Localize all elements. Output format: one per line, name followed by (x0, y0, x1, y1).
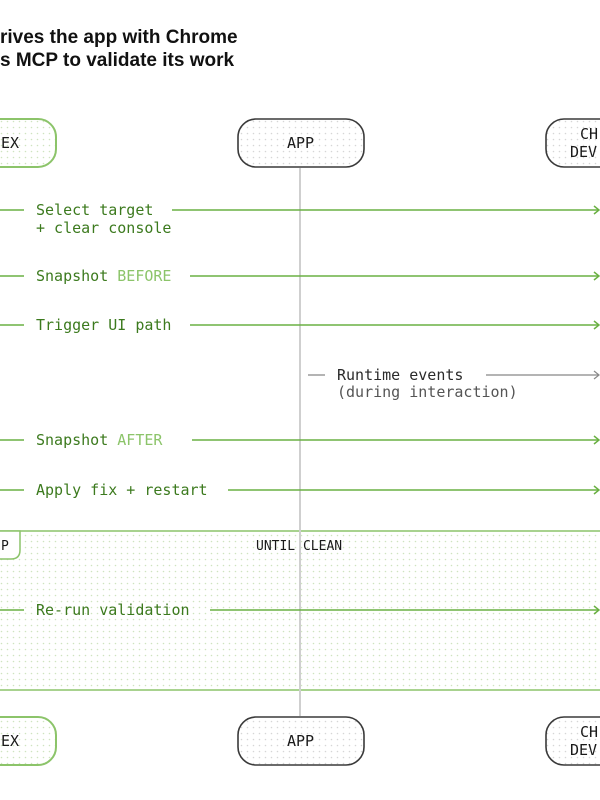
participant-right-top: CH DEV (545, 118, 600, 168)
message-4-line-2: (during interaction) (337, 383, 518, 401)
message-2-text: Snapshot BEFORE (36, 267, 171, 285)
arrowhead-icon (593, 205, 600, 215)
participant-app-top: APP (237, 118, 365, 168)
diagram-title-line-1: rives the app with Chrome (0, 27, 238, 48)
participant-right-bottom: CH DEV (545, 716, 600, 766)
message-1-line-1: Select target (36, 201, 153, 219)
message-snapshot-after: Snapshot AFTER (0, 431, 600, 449)
participant-left-bottom: EX (0, 716, 57, 766)
message-2-highlight: BEFORE (117, 267, 171, 285)
message-apply-fix: Apply fix + restart (0, 481, 600, 499)
arrowhead-icon (593, 435, 600, 445)
diagram-title-line-2: s MCP to validate its work (0, 50, 234, 71)
participant-app-label-bottom: APP (287, 732, 314, 750)
participant-right-label-bottom-2: DEV (570, 741, 597, 759)
arrowhead-icon (593, 320, 600, 330)
message-snapshot-before: Snapshot BEFORE (0, 267, 600, 285)
arrowhead-icon (593, 485, 600, 495)
loop-tag-label: P (1, 539, 9, 554)
loop-tag-box (0, 530, 21, 560)
participant-right-label-2: DEV (570, 143, 597, 161)
arrowhead-icon (593, 605, 600, 615)
message-runtime-events: Runtime events (during interaction) (308, 366, 600, 401)
arrowhead-icon (593, 271, 600, 281)
message-select-target: Select target + clear console (0, 201, 600, 237)
message-3-text: Trigger UI path (36, 316, 171, 334)
message-trigger-ui-path: Trigger UI path (0, 316, 600, 334)
message-4-line-1: Runtime events (337, 366, 463, 384)
loop-message-text: Re-run validation (36, 601, 190, 619)
message-5-text: Snapshot AFTER (36, 431, 163, 449)
participant-left-label: EX (1, 134, 19, 152)
arrowhead-icon (593, 370, 600, 380)
participant-app-label: APP (287, 134, 314, 152)
participant-left-top: EX (0, 118, 57, 168)
participant-right-label-bottom-1: CH (580, 723, 598, 741)
message-5-highlight: AFTER (117, 431, 163, 449)
message-6-text: Apply fix + restart (36, 481, 208, 499)
participant-right-label-1: CH (580, 125, 598, 143)
message-rerun-validation: Re-run validation (0, 601, 600, 619)
message-1-line-2: + clear console (36, 219, 171, 237)
participant-app-bottom: APP (237, 716, 365, 766)
participant-left-label-bottom: EX (1, 732, 19, 750)
